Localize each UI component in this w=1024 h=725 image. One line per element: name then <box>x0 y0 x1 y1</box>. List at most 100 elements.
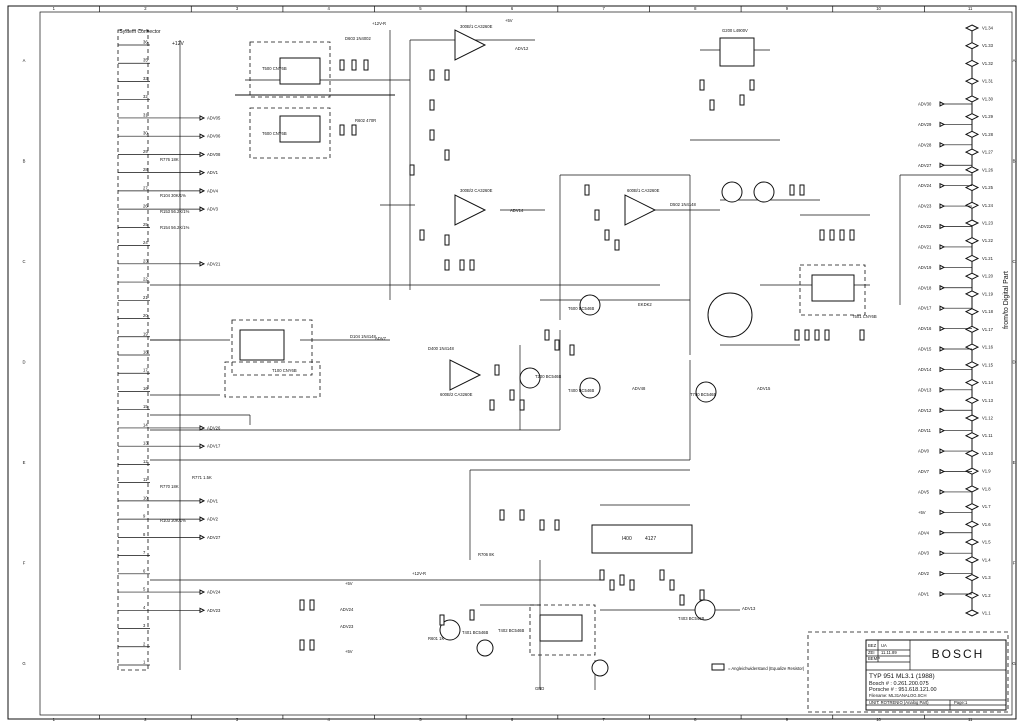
resistor <box>699 79 705 91</box>
digital-pin-marker <box>964 219 980 227</box>
label-opto-t100: T100 CNY6B <box>272 368 297 373</box>
digital-signal-label: +5V <box>918 510 926 515</box>
title-main: TYP 951 ML3.1 (1988) <box>869 673 935 680</box>
resistor <box>604 229 610 241</box>
resistor <box>299 599 305 611</box>
digital-signal-label: ADV28 <box>918 142 932 147</box>
resistor <box>814 329 820 341</box>
digital-signal-label: ADV22 <box>918 224 932 229</box>
row-label: E <box>1013 460 1016 465</box>
digital-signal-label: ADV24 <box>918 183 932 188</box>
out-adv15: ADV15 <box>757 386 771 391</box>
digital-connector-pins: V1.34V1.33V1.32V1.31V1.30V1.29V1.28V1.27… <box>918 24 994 617</box>
digital-pin-marker <box>964 148 980 156</box>
digital-pin-label: V1.20 <box>982 274 994 279</box>
pin-number: 11 <box>143 477 148 482</box>
digital-pin-marker <box>964 166 980 174</box>
digital-pin-marker <box>964 42 980 50</box>
pin-number: 32 <box>143 94 148 99</box>
pin-number: 9 <box>143 514 146 519</box>
resistor <box>609 579 615 591</box>
pin-number: 29 <box>143 149 148 154</box>
label-opamp-300b-1: 300B/1 CA3260E <box>460 24 493 29</box>
digital-pin-marker <box>964 77 980 85</box>
out-adv13: ADV13 <box>742 606 756 611</box>
column-label: 3 <box>236 6 239 11</box>
system-connector-supply: +12V <box>172 41 184 47</box>
row-label: C <box>1012 259 1015 264</box>
system-connector-title: System Connector <box>119 29 160 35</box>
digital-pin-marker <box>964 254 980 263</box>
digital-pin-marker <box>964 130 980 138</box>
resistor <box>299 639 305 651</box>
digital-pin-marker <box>964 95 980 103</box>
pin-number: 22 <box>143 277 148 282</box>
digital-signal-label: ADV2 <box>918 571 930 576</box>
opamp-600b-1 <box>624 194 657 226</box>
pin-number: 21 <box>143 295 148 300</box>
title-checked: BEMP <box>868 656 880 661</box>
opto-t600 <box>279 115 321 143</box>
opamp-300b-2 <box>454 194 487 226</box>
digital-pin-label: V1.7 <box>982 504 991 509</box>
resistor <box>599 569 605 581</box>
resistor <box>439 614 445 626</box>
resistor <box>679 594 685 606</box>
digital-pin-label: V1.27 <box>982 150 994 155</box>
digital-pin-label: V1.33 <box>982 43 994 48</box>
digital-signal-label: ADV23 <box>918 204 932 209</box>
digital-pin-label: V1.23 <box>982 221 994 226</box>
transistor-t404 <box>476 639 494 657</box>
column-label: 11 <box>968 717 973 722</box>
digital-pin-marker <box>964 201 980 209</box>
label-opamp-300b-2: 300B/2 CA3260E <box>460 188 493 193</box>
resistor <box>594 209 600 221</box>
transistor-t402 <box>591 659 609 677</box>
resistor <box>459 259 465 271</box>
digital-signal-label: ADV17 <box>918 306 932 311</box>
resistor <box>351 59 357 71</box>
title-block <box>807 631 1009 713</box>
resistor <box>309 599 315 611</box>
digital-pin-marker <box>964 449 980 458</box>
resistor <box>444 259 450 271</box>
out-ekdk2: EKDK2 <box>638 302 652 307</box>
label-ic: I400 <box>622 536 632 542</box>
pin-number: 35 <box>143 58 148 63</box>
label-opamp-600b-1: 600B/1 CA3260E <box>627 188 660 193</box>
transistor-t400 <box>579 377 601 399</box>
resistor <box>739 94 745 106</box>
sheet-frame <box>7 5 1017 720</box>
column-label: 7 <box>602 717 605 722</box>
title-unit: UNIT: ROTRENIO (Analog Part) <box>869 700 929 705</box>
digital-pin-label: V1.22 <box>982 238 994 243</box>
column-label: 9 <box>786 717 789 722</box>
pin-number: 13 <box>143 441 148 446</box>
pin-number: 8 <box>143 532 146 537</box>
label-ic-part: 4127 <box>645 536 656 542</box>
column-label: 7 <box>602 6 605 11</box>
pin-signal-label: ADV24 <box>207 590 221 595</box>
digital-pin-label: V1.8 <box>982 486 991 491</box>
column-label: 11 <box>968 6 973 11</box>
resistor <box>339 124 345 136</box>
opto-box-t100 <box>231 319 313 376</box>
pin-number: 5 <box>143 587 146 592</box>
pin-signal-label: ADV3 <box>207 207 219 212</box>
supply-5v-top: +5V <box>505 18 513 23</box>
digital-signal-label: ADV4 <box>918 530 930 535</box>
label-opamp-600b-2: 600B/2 CA3260E <box>440 392 473 397</box>
regulator-g200 <box>719 37 755 67</box>
digital-pin-label: V1.9 <box>982 469 991 474</box>
resistor <box>819 229 825 241</box>
pin-signal-label: ADV05 <box>207 115 221 120</box>
digital-pin-label: V1.25 <box>982 185 994 190</box>
pin-signal-label: ADV23 <box>207 608 221 613</box>
digital-pin-marker <box>964 414 980 422</box>
digital-pin-label: V1.10 <box>982 451 994 456</box>
pin-number: 12 <box>143 459 148 464</box>
pin-number: 31 <box>143 112 148 117</box>
digital-signal-label: ADV1 <box>918 592 930 597</box>
column-label: 6 <box>511 717 514 722</box>
